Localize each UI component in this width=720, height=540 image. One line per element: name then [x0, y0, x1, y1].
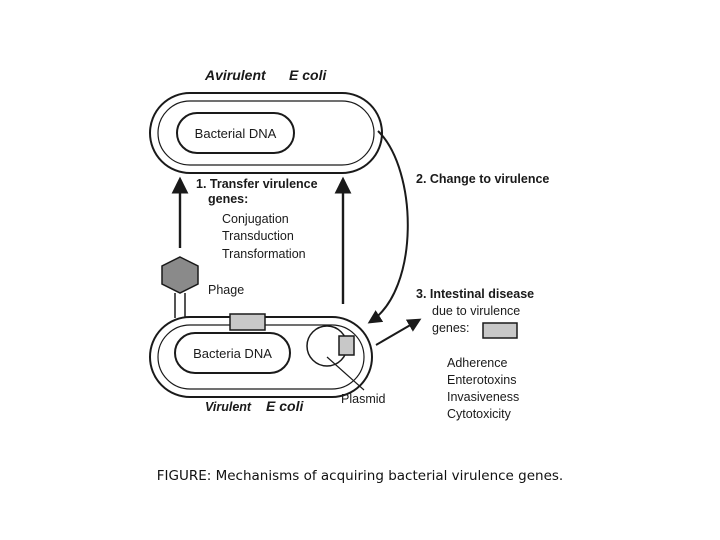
step1-heading: 1. Transfer virulence: [196, 177, 318, 191]
step1-method-conjugation: Conjugation: [222, 212, 289, 226]
plasmid-label: Plasmid: [341, 392, 386, 406]
top-cell-title-prefix: Avirulent: [204, 67, 267, 83]
factor-cytotoxicity: Cytotoxicity: [447, 407, 512, 421]
bottom-dna-box: [174, 332, 291, 374]
step1-heading-2: genes:: [208, 192, 248, 206]
top-cell-title-species: E coli: [289, 67, 327, 83]
step3-heading: 3. Intestinal disease: [416, 287, 534, 301]
intestinal-disease-arrow: [375, 318, 422, 346]
virulence-gene-legend-block: [482, 322, 518, 339]
change-to-virulence-arrow: [367, 130, 409, 324]
step1-method-transformation: Transformation: [222, 247, 306, 261]
factor-adherence: Adherence: [447, 356, 508, 370]
top-dna-box: [176, 112, 295, 154]
plasmid-pointer: [326, 356, 365, 391]
step3-heading-3: genes:: [432, 321, 470, 335]
plasmid-gene-block: [338, 335, 355, 356]
bottom-cell-title-prefix: Virulent: [205, 400, 252, 414]
avirulent-cell-inner: [157, 100, 375, 166]
avirulent-cell-outer: [149, 92, 383, 174]
bottom-dna-label: Bacteria DNA: [193, 346, 272, 361]
factor-invasiveness: Invasiveness: [447, 390, 519, 404]
figure-caption: FIGURE: Mechanisms of acquiring bacteria…: [156, 468, 564, 484]
factor-enterotoxins: Enterotoxins: [447, 373, 516, 387]
step1-method-transduction: Transduction: [222, 229, 294, 243]
phage-gene-block: [229, 313, 266, 331]
bottom-cell-title-species: E coli: [266, 398, 304, 414]
top-dna-label: Bacterial DNA: [195, 126, 277, 141]
step2-label: 2. Change to virulence: [416, 172, 549, 186]
phage-label: Phage: [208, 283, 244, 297]
virulence-diagram: Avirulent E coli Bacterial DNA 1. Transf…: [149, 67, 549, 421]
step3-heading-2: due to virulence: [432, 304, 520, 318]
phage-icon: [161, 256, 199, 294]
